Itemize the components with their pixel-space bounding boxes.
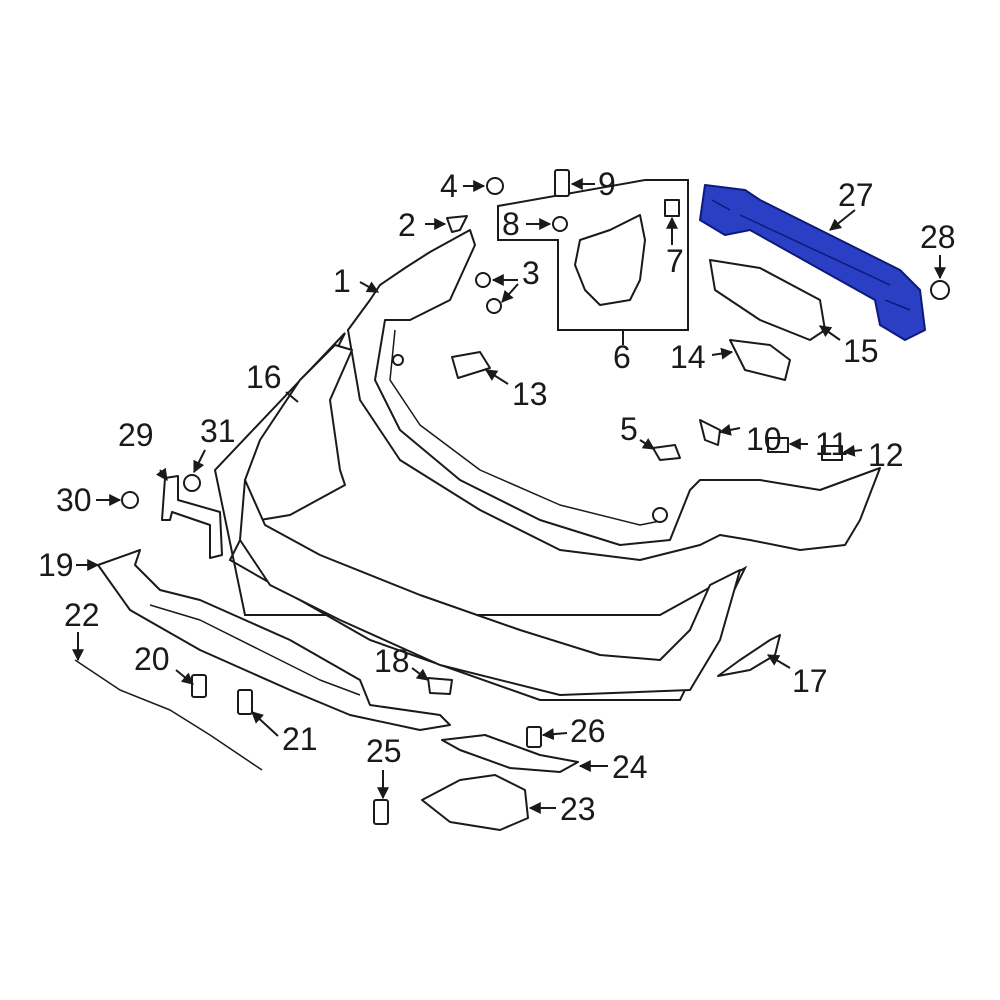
leader-12 <box>842 444 863 457</box>
callout-3: 3 <box>522 255 540 291</box>
callout-11: 11 <box>815 426 848 462</box>
callout-20: 20 <box>134 641 170 677</box>
callout-26: 26 <box>570 713 606 749</box>
clip-2 <box>446 215 468 233</box>
bumper-fascia-body <box>239 479 741 696</box>
callout-10: 10 <box>746 421 782 457</box>
clip-7 <box>664 199 680 217</box>
callout-12: 12 <box>868 437 904 473</box>
bumper-reinforcement-bar <box>699 184 926 341</box>
nut-31 <box>183 474 201 492</box>
bumper-cover-upper <box>347 229 881 561</box>
leader-26 <box>541 728 568 741</box>
clip-10 <box>699 419 721 446</box>
leader-14 <box>711 347 734 360</box>
callout-23: 23 <box>560 791 596 827</box>
callout-14: 14 <box>670 339 706 375</box>
callout-16: 16 <box>246 359 282 395</box>
callout-9: 9 <box>598 166 616 202</box>
callout-4: 4 <box>440 168 458 204</box>
callout-1: 1 <box>333 263 351 299</box>
clip-12 <box>821 445 843 461</box>
leader-16 <box>285 391 299 403</box>
bracket-23 <box>421 774 529 831</box>
nut-28 <box>930 280 950 300</box>
callout-15: 15 <box>843 333 879 369</box>
nut-4 <box>486 177 504 195</box>
callout-2: 2 <box>398 207 416 243</box>
lower-valance-19 <box>97 549 451 731</box>
clip-3b <box>486 298 502 314</box>
bracket-13 <box>451 351 491 379</box>
bumper-cover-inner-line <box>389 329 666 526</box>
bolt-30 <box>121 491 139 509</box>
trim-strip-22 <box>74 659 263 771</box>
leader-17 <box>766 654 791 669</box>
callout-31: 31 <box>200 413 236 449</box>
callout-29: 29 <box>118 417 154 453</box>
bolt-26 <box>526 726 542 748</box>
callout-7: 7 <box>666 243 684 279</box>
bolt-21 <box>237 689 253 715</box>
bolt-20 <box>191 674 207 698</box>
bumper-fascia-lower <box>244 344 353 521</box>
leader-1 <box>359 281 380 293</box>
leader-10 <box>718 423 741 436</box>
energy-absorber-15 <box>709 259 826 341</box>
callout-6: 6 <box>613 339 631 375</box>
leader-21 <box>251 711 279 737</box>
clip-3a <box>475 272 491 288</box>
leader-18 <box>411 667 429 681</box>
reflector-18 <box>427 677 453 695</box>
callout-18: 18 <box>374 643 410 679</box>
leader-20 <box>175 669 194 685</box>
side-bracket-6 <box>574 214 646 306</box>
bumper-reinforcement-detail <box>711 199 911 311</box>
lower-valance-ribs <box>149 604 361 696</box>
leader-15 <box>819 325 841 341</box>
clip-11 <box>767 437 789 453</box>
leader-3b <box>501 283 519 303</box>
callout-27: 27 <box>838 177 874 213</box>
callout-5: 5 <box>620 411 638 447</box>
sensor-hole-right <box>652 507 668 523</box>
leader-5 <box>639 438 656 450</box>
plate-29 <box>161 475 223 559</box>
bolt-25 <box>373 799 389 825</box>
bracket-14 <box>729 339 791 381</box>
leader-29 <box>155 467 168 481</box>
leader-31 <box>193 449 206 474</box>
bolt-9 <box>554 169 570 197</box>
callout-28: 28 <box>920 219 956 255</box>
clip-5 <box>652 444 681 461</box>
callout-8: 8 <box>502 206 520 242</box>
leader-27 <box>829 209 856 231</box>
trim-24 <box>441 734 579 773</box>
bracket-17 <box>717 634 781 677</box>
leader-13 <box>484 369 509 385</box>
callout-21: 21 <box>282 721 318 757</box>
callout-22: 22 <box>64 597 100 633</box>
callout-19: 19 <box>38 547 74 583</box>
callout-25: 25 <box>366 733 402 769</box>
callout-30: 30 <box>56 482 92 518</box>
group-box-6 <box>497 179 689 331</box>
sensor-hole-left <box>392 354 404 366</box>
callout-24: 24 <box>612 749 648 785</box>
callout-17: 17 <box>792 663 828 699</box>
clip-8 <box>552 216 568 232</box>
callout-13: 13 <box>512 376 548 412</box>
